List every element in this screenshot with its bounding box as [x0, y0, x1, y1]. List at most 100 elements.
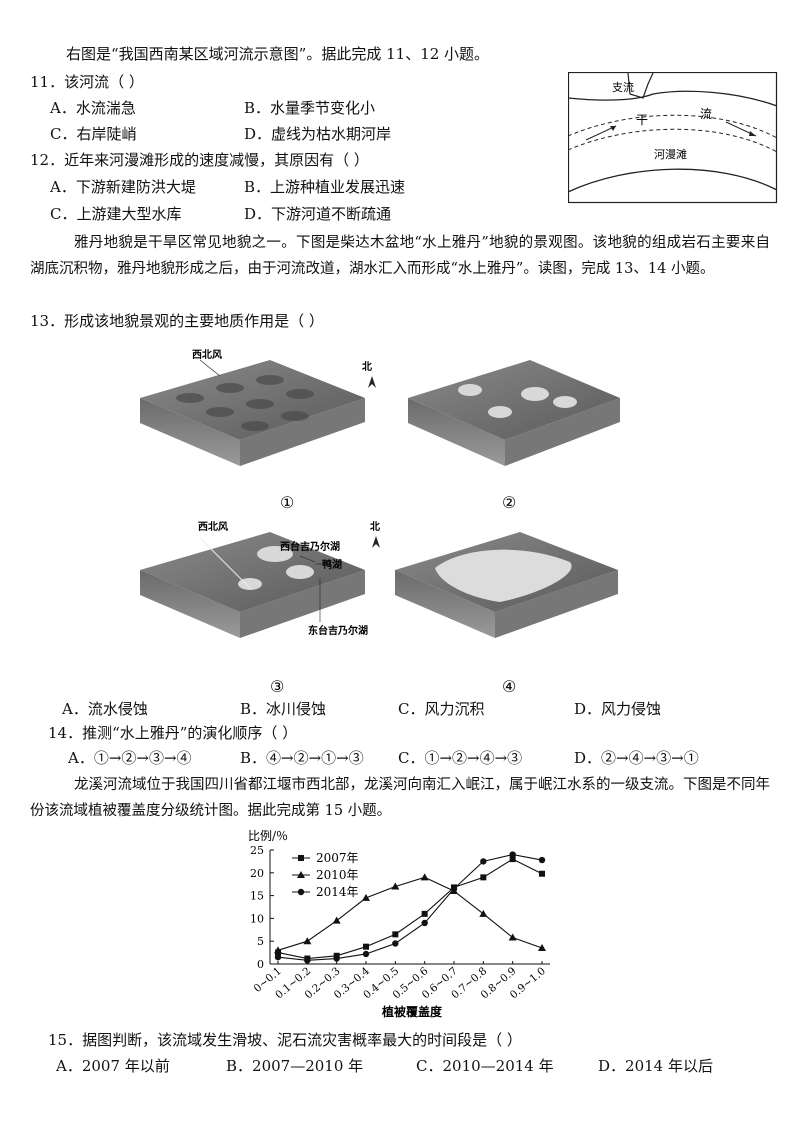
intro-q13-14: 雅丹地貌是干旱区常见地貌之一。下图是柴达木盆地“水上雅丹”地貌的景观图。该地貌的…: [30, 235, 770, 277]
chart-xlabel: 植被覆盖度: [381, 1004, 443, 1019]
dashed-bank-1: [568, 114, 778, 139]
q14-stem: 14．推测“水上雅丹”的演化顺序（ ）: [48, 724, 298, 742]
q15-stem: 15．据图判断，该流域发生滑坡、泥石流灾害概率最大的时间段是（ ）: [48, 1031, 522, 1049]
data-point-1-9: [538, 944, 546, 952]
data-point-2-7: [480, 858, 487, 865]
q12-option-d[interactable]: D．下游河道不断疏通: [244, 205, 392, 223]
legend-marker: [298, 855, 304, 861]
data-point-0-3: [363, 943, 369, 950]
series-line-0: [277, 858, 543, 960]
north-arrow-icon-1: [368, 376, 376, 388]
data-point-1-5: [420, 873, 429, 881]
north-label-3: 北: [370, 520, 380, 533]
q14-option-b[interactable]: B．④→②→①→③: [240, 749, 364, 767]
series-line-1: [277, 876, 543, 951]
lower-bank: [568, 168, 778, 193]
upper-bank: [568, 90, 778, 107]
q13-option-c[interactable]: C．风力沉积: [398, 700, 485, 718]
data-point-1-4: [391, 882, 400, 890]
data-point-2-0: [274, 953, 282, 961]
lake-duck-label: 鸭湖: [322, 558, 342, 571]
chart-ylabel: 比例/％: [248, 829, 288, 843]
wind-label-1: 西北风: [192, 348, 222, 361]
q13-option-a[interactable]: A．流水侵蚀: [62, 700, 148, 718]
legend-label: 2014年: [316, 885, 359, 899]
legend-marker: [297, 871, 305, 878]
floodplain-label: 河漫滩: [654, 147, 687, 161]
data-point-0-9: [539, 870, 545, 877]
q15-option-a[interactable]: A．2007 年以前: [56, 1057, 170, 1075]
y-tick-label: 15: [250, 890, 264, 903]
y-tick-label: 5: [257, 935, 264, 948]
legend-label: 2010年: [316, 868, 359, 882]
data-point-2-5: [421, 919, 428, 927]
flow-arrow-left: [585, 125, 617, 141]
intro-q11-12: 右图是“我国西南某区域河流示意图”。据此完成 11、12 小题。: [66, 45, 490, 63]
data-point-2-4: [392, 940, 399, 947]
tributary-bank: [627, 72, 654, 99]
q15-option-d[interactable]: D．2014 年以后: [598, 1057, 713, 1075]
data-point-2-3: [362, 950, 370, 958]
q14-option-c[interactable]: C．①→②→④→③: [398, 749, 523, 767]
data-point-2-9: [538, 856, 546, 864]
y-tick-label: 20: [250, 867, 264, 880]
y-tick-label: 10: [250, 912, 264, 925]
data-point-1-0: [274, 946, 282, 954]
block-2: [408, 360, 620, 466]
q11-option-d[interactable]: D．虚线为枯水期河岸: [244, 125, 392, 143]
y-tick-label: 0: [257, 958, 264, 971]
q11-option-b[interactable]: B．水量季节变化小: [244, 99, 376, 117]
block-label-2: ②: [502, 493, 516, 512]
legend-label: 2007年: [316, 851, 359, 865]
data-point-1-3: [362, 893, 370, 901]
q13-option-b[interactable]: B．冰川侵蚀: [240, 700, 327, 718]
q11-option-a[interactable]: A．水流湍急: [50, 99, 136, 117]
data-point-0-7: [480, 874, 487, 881]
main-stream-label-1: 干: [636, 113, 648, 127]
data-point-1-2: [332, 916, 341, 924]
legend-marker: [297, 888, 305, 896]
q12-option-c[interactable]: C．上游建大型水库: [50, 205, 182, 223]
river-diagram: 支流 干 流 河漫滩: [568, 72, 778, 204]
dashed-bank-2: [568, 128, 778, 153]
series-line-2: [277, 853, 543, 961]
data-point-2-6: [450, 885, 458, 892]
data-point-1-8: [508, 933, 517, 941]
lake-east-label: 东台吉乃尔湖: [308, 624, 368, 637]
main-stream-label-2: 流: [700, 107, 712, 121]
north-arrow-icon-3: [372, 536, 380, 548]
block-3: 西北风 北 西台吉乃尔湖 鸭湖 东台吉乃尔湖: [140, 520, 380, 638]
q15-option-b[interactable]: B．2007—2010 年: [226, 1057, 364, 1075]
data-point-1-1: [303, 937, 312, 945]
lake-west-label: 西台吉乃尔湖: [280, 540, 340, 553]
q15-option-c[interactable]: C．2010—2014 年: [416, 1057, 554, 1075]
yardang-diagrams: 西北风 北 ① ② 西北风 北 西台吉乃尔湖 鸭湖 东台吉乃尔湖 ③: [140, 348, 620, 696]
block-1: 西北风 北: [140, 348, 376, 466]
data-point-2-8: [509, 851, 516, 858]
data-point-0-4: [392, 931, 399, 938]
q12-option-b[interactable]: B．上游种植业发展迅速: [244, 178, 406, 196]
q14-option-a[interactable]: A．①→②→③→④: [68, 749, 192, 767]
q11-option-c[interactable]: C．右岸陡峭: [50, 125, 137, 143]
block-4: [395, 532, 618, 638]
wind-label-3: 西北风: [198, 520, 228, 533]
tributary-label: 支流: [612, 80, 634, 94]
block-label-3: ③: [270, 677, 284, 696]
block-label-1: ①: [280, 493, 294, 512]
q12-option-a[interactable]: A．下游新建防洪大堤: [50, 178, 196, 196]
q12-stem: 12．近年来河漫滩形成的速度减慢，其原因有（ ）: [30, 151, 369, 169]
vegetation-chart: 比例/％ 05101520250~0.10.1~0.20.2~0.30.3~0.…: [248, 829, 550, 1019]
block-label-4: ④: [502, 677, 516, 696]
data-point-1-7: [479, 909, 488, 917]
q11-stem: 11．该河流（ ）: [30, 73, 144, 91]
data-point-2-2: [333, 955, 340, 962]
north-label-1: 北: [362, 360, 372, 373]
q13-option-d[interactable]: D．风力侵蚀: [574, 700, 662, 718]
q14-option-d[interactable]: D．②→④→③→①: [574, 749, 699, 767]
data-point-0-8: [509, 856, 516, 863]
data-point-0-5: [421, 910, 428, 917]
intro-q15: 龙溪河流域位于我国四川省都江堰市西北部，龙溪河向南汇入岷江，属于岷江水系的一级支…: [30, 777, 770, 819]
q13-stem: 13．形成该地貌景观的主要地质作用是（ ）: [30, 312, 324, 330]
y-tick-label: 25: [250, 844, 264, 857]
data-point-2-1: [304, 957, 311, 964]
